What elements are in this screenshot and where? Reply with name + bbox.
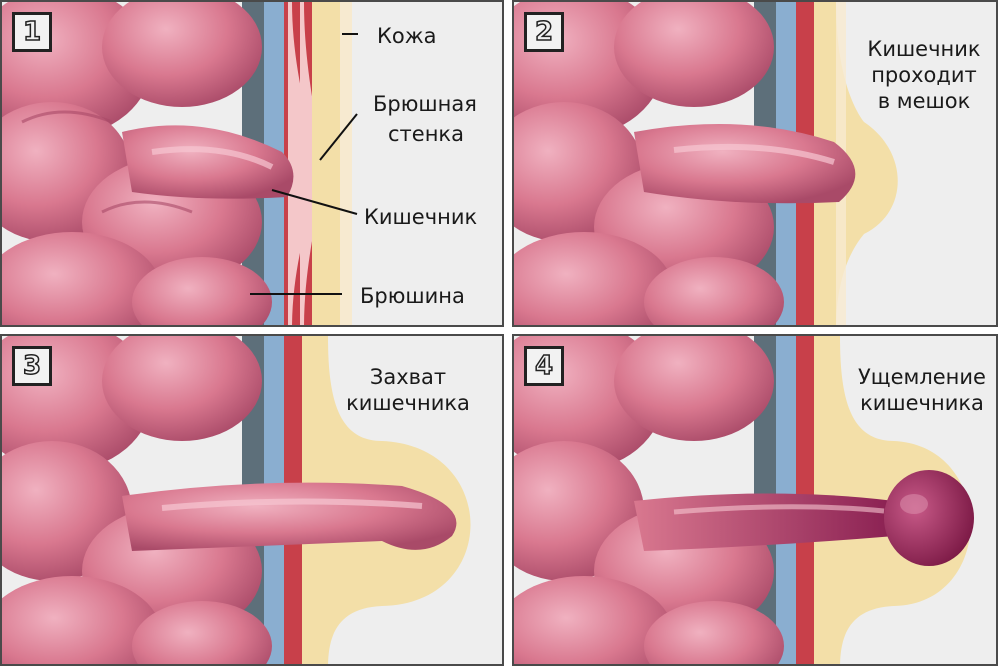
caption-3-line2: кишечника bbox=[338, 390, 478, 416]
panel-4-strangulation: 4 Ущемление кишечника bbox=[512, 334, 998, 666]
label-abdominal-wall-line1: Брюшная bbox=[373, 92, 477, 117]
caption-2: Кишечник проходит в мешок bbox=[854, 36, 994, 114]
panel-number-3: 3 bbox=[12, 346, 52, 386]
label-peritoneum: Брюшина bbox=[360, 284, 465, 309]
caption-3-line1: Захват bbox=[338, 364, 478, 390]
illustration-1 bbox=[2, 2, 504, 327]
caption-2-line2: проходит bbox=[854, 62, 994, 88]
caption-4-line2: кишечника bbox=[844, 390, 998, 416]
panel-2-sac: 2 Кишечник проходит в мешок bbox=[512, 0, 998, 327]
panel-number-2: 2 bbox=[524, 12, 564, 52]
caption-4: Ущемление кишечника bbox=[844, 364, 998, 416]
label-abdominal-wall-line2: стенка bbox=[388, 122, 464, 147]
panel-number-4: 4 bbox=[524, 346, 564, 386]
panel-3-entrapment: 3 Захват кишечника bbox=[0, 334, 504, 666]
caption-3: Захват кишечника bbox=[338, 364, 478, 416]
label-intestine: Кишечник bbox=[364, 205, 477, 230]
caption-2-line3: в мешок bbox=[854, 88, 994, 114]
panel-1-normal: 1 Кожа Брюшная стенка Кишечник Брюшина bbox=[0, 0, 504, 327]
caption-4-line1: Ущемление bbox=[844, 364, 998, 390]
caption-2-line1: Кишечник bbox=[854, 36, 994, 62]
label-skin: Кожа bbox=[377, 24, 437, 49]
panel-number-1: 1 bbox=[12, 12, 52, 52]
